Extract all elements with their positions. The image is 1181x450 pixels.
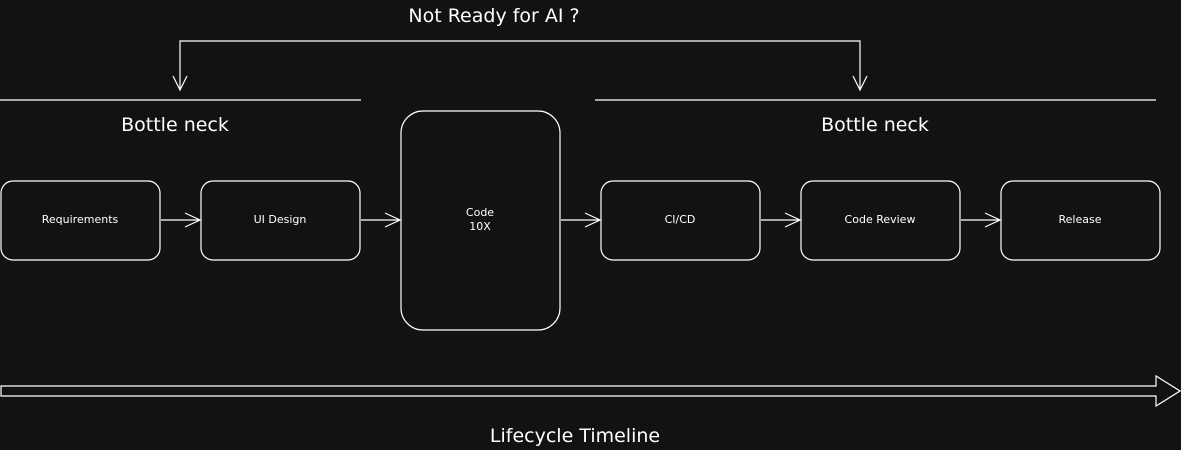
arrow-1 bbox=[161, 212, 202, 228]
code-sublabel: 10X bbox=[469, 220, 491, 233]
arrow-2 bbox=[361, 212, 402, 228]
step-label-cicd: CI/CD bbox=[664, 213, 696, 226]
bottleneck-label-right: Bottle neck bbox=[821, 114, 929, 136]
step-box-code-review bbox=[800, 180, 961, 261]
arrow-4 bbox=[761, 212, 802, 228]
step-label-code: Code 10X bbox=[466, 206, 494, 234]
step-box-ui-design bbox=[200, 180, 361, 261]
step-box-cicd bbox=[600, 180, 761, 261]
bottleneck-label-left: Bottle neck bbox=[121, 114, 229, 136]
step-label-ui-design: UI Design bbox=[253, 213, 307, 226]
step-label-code-review: Code Review bbox=[844, 213, 916, 226]
step-box-code bbox=[400, 110, 561, 331]
step-label-release: Release bbox=[1058, 213, 1102, 226]
arrow-5 bbox=[961, 212, 1002, 228]
diagram-title: Not Ready for AI ? bbox=[408, 5, 580, 27]
timeline-label: Lifecycle Timeline bbox=[489, 425, 661, 447]
step-box-release bbox=[1000, 180, 1161, 261]
arrow-3 bbox=[561, 212, 602, 228]
timeline-arrow bbox=[0, 374, 1181, 408]
code-label: Code bbox=[465, 206, 495, 219]
step-label-requirements: Requirements bbox=[41, 213, 119, 226]
step-box-requirements bbox=[0, 180, 161, 261]
feedback-arrow bbox=[172, 40, 868, 92]
